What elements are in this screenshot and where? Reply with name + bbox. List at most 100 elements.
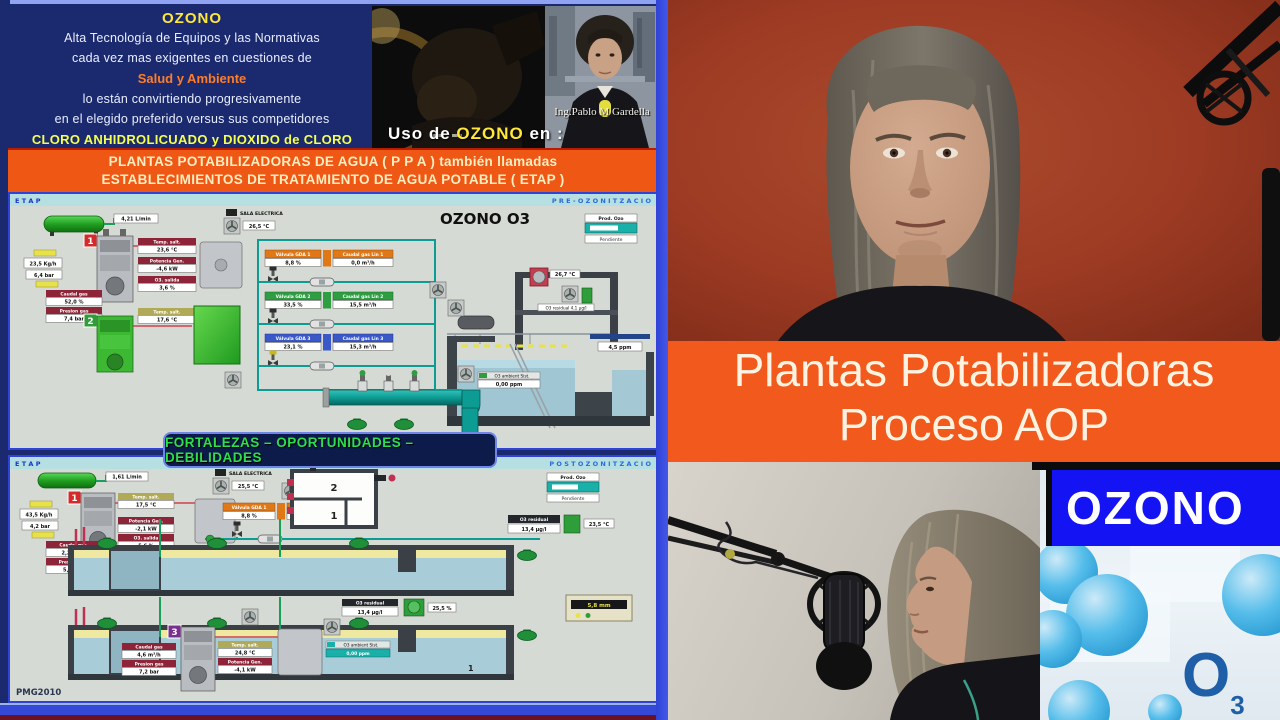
unit2-badge: 2 bbox=[87, 317, 93, 327]
ozone-production-gauge-2: Prod. Ozo Pendiente bbox=[546, 472, 600, 503]
potencia2-value: -2,1 kW bbox=[135, 527, 157, 533]
right-temp-value: 23,5 °C bbox=[589, 522, 610, 528]
scada-header-bar bbox=[10, 194, 656, 206]
temp-value: 23,6 °C bbox=[157, 248, 178, 254]
ozono-title-box: OZONO bbox=[1046, 470, 1280, 546]
uso-de-ozono-line: Uso de OZONO en : bbox=[388, 124, 648, 144]
studio-mic bbox=[668, 516, 881, 690]
mid-labels: O3 residual 13,4 µg/l 25,5 % bbox=[341, 598, 457, 617]
oxygen-tank-2 bbox=[37, 472, 107, 489]
mid-fan-value: 25,5 % bbox=[432, 606, 451, 612]
valv-post-value: 8,8 % bbox=[241, 514, 257, 520]
uso-prefix: Uso de bbox=[388, 124, 457, 143]
o3salida-value: 3,6 % bbox=[159, 286, 175, 292]
ozone-generator-1: 1 bbox=[83, 229, 195, 303]
unit3-left-stack: Caudal gas 4,6 m³/h Presion gas 7,2 bar bbox=[121, 643, 177, 676]
presenter-art bbox=[778, 0, 1280, 341]
aop-banner-line2: Proceso AOP bbox=[838, 399, 1110, 450]
lin1-label: Caudal gas Lin 1 bbox=[343, 252, 384, 258]
studio-video bbox=[668, 462, 1040, 720]
ozone-sphere bbox=[1222, 554, 1280, 636]
mid-residual-value: 13,4 µg/l bbox=[358, 610, 383, 616]
lin2-label: Caudal gas Lin 2 bbox=[343, 294, 384, 300]
dark-still-art bbox=[372, 6, 545, 148]
level-gauge-panel: 5,8 mm bbox=[565, 594, 633, 622]
scada-post-art: E T A P P O S T O Z O N I T Z A C I O 1,… bbox=[10, 457, 656, 698]
scada-title: OZONO O3 bbox=[440, 210, 530, 228]
chamber-top-number: 2 bbox=[331, 483, 338, 494]
basin-level: 4,5 ppm bbox=[609, 345, 632, 351]
ambient-value: 0,00 ppm bbox=[496, 382, 522, 388]
uso-suffix: en : bbox=[523, 124, 564, 143]
u3-ambient-value: 0,00 ppm bbox=[346, 651, 370, 657]
sala2-temp: 25,5 °C bbox=[238, 484, 259, 490]
valv3-label: Válvula GDA 3 bbox=[276, 335, 311, 342]
scada2-corner-tag: E T A P bbox=[15, 460, 41, 468]
feed-readouts: 23,5 Kg/h 6,4 bar bbox=[23, 249, 63, 288]
bar2-readout: 4,2 bar bbox=[30, 524, 51, 530]
frame-bottom-red bbox=[0, 715, 668, 720]
gauge-value: 5,8 mm bbox=[587, 603, 610, 609]
scada-pre-art: E T A P P R E - O Z O N I T Z A C I O OZ… bbox=[10, 194, 656, 435]
aop-banner-line1: Plantas Potabilizadoras bbox=[733, 344, 1215, 396]
oxygen-tank bbox=[43, 215, 115, 236]
caudal-value: 52,0 % bbox=[64, 300, 83, 306]
fortalezas-banner: FORTALEZAS – OPORTUNIDADES – DEBILIDADES bbox=[163, 432, 497, 468]
u3-temp-label: Temp. salt. bbox=[231, 642, 258, 648]
black-divider-strip bbox=[1032, 462, 1280, 470]
interviewee-caption: Ing.Pablo M Gardella bbox=[554, 106, 650, 118]
intro-chlorine-line: CLORO ANHIDROLICUADO y DIOXIDO de CLORO bbox=[31, 132, 353, 147]
presenter-video bbox=[668, 0, 1280, 341]
ozone-formula: O3 bbox=[1182, 640, 1245, 720]
kgh2-readout: 43,5 Kg/h bbox=[26, 513, 53, 519]
pendiente-label: Pendiente bbox=[600, 237, 623, 243]
sala2-label: SALA ELECTRICA bbox=[229, 471, 272, 477]
prod2-label: Prod. Ozo bbox=[560, 475, 585, 481]
unit3-ambient-label: O3 ambient Sist. 0,00 ppm bbox=[323, 618, 391, 658]
unit2-right-stack: Temp. salt. 17,6 °C bbox=[137, 308, 197, 324]
residual-inline-label: O3 residual 4,1 µg/l bbox=[545, 305, 586, 310]
residual2-value: 13,4 µg/l bbox=[522, 527, 547, 533]
u3-potencia-value: -4,1 kW bbox=[234, 668, 256, 674]
pendiente2-label: Pendiente bbox=[562, 496, 585, 502]
prod-label: Prod. Ozo bbox=[598, 216, 623, 222]
u3-potencia-label: Potencia Gen. bbox=[228, 659, 263, 665]
ozone-formula-o: O bbox=[1182, 641, 1231, 710]
right-instruments: O3 residual 13,4 µg/l 23,5 °C bbox=[507, 514, 615, 534]
ozone-formula-3: 3 bbox=[1230, 690, 1245, 720]
mic-boom-arm bbox=[1183, 0, 1280, 341]
electrical-room: SALA ELECTRICA 26,5 °C bbox=[223, 209, 283, 235]
studio-art bbox=[668, 509, 1040, 720]
electrical-room-2: SALA ELECTRICA 25,5 °C bbox=[212, 469, 272, 495]
intro-line: lo están convirtiendo progresivamente bbox=[82, 92, 302, 106]
bar-readout: 6,4 bar bbox=[34, 273, 55, 279]
ozone-distribution-pipe bbox=[322, 370, 481, 435]
ambient-o3-label: O3 ambient Sist. 0,00 ppm bbox=[457, 365, 541, 389]
basin-number: 1 bbox=[468, 664, 474, 673]
fortalezas-text: FORTALEZAS – OPORTUNIDADES – DEBILIDADES bbox=[165, 435, 414, 465]
video-stills: Ing.Pablo M Gardella Uso de OZONO en : bbox=[372, 6, 658, 148]
plants-banner-line1: PLANTAS POTABILIZADORAS DE AGUA ( P P A … bbox=[108, 154, 558, 169]
lin2-value: 15,5 m³/h bbox=[350, 303, 377, 309]
scada-post-ozonization-screen: E T A P P O S T O Z O N I T Z A C I O 1,… bbox=[8, 455, 658, 703]
valv1-value: 8,8 % bbox=[285, 261, 301, 267]
valv-post-label: Válvula GDA 1 bbox=[232, 504, 267, 511]
unit1-gas-labels bbox=[60, 252, 114, 259]
unit3-right-stack: Temp. salt. 24,8 °C Potencia Gen. -4,1 k… bbox=[217, 641, 273, 674]
ozone-production-gauge: Prod. Ozo Pendiente bbox=[584, 213, 638, 244]
o3salida-label: O3. salida bbox=[155, 277, 180, 283]
studio-presenter bbox=[887, 509, 1040, 720]
lin3-value: 15,3 m³/h bbox=[350, 345, 377, 351]
temp-post-value: 17,5 °C bbox=[136, 503, 157, 509]
interview-still bbox=[545, 6, 658, 148]
scada-pre-ozonization-screen: E T A P P R E - O Z O N I T Z A C I O OZ… bbox=[8, 192, 658, 450]
valve-manifold: Válvula GDA 1 8,8 % Caudal gas Lin 1 0,0… bbox=[257, 239, 436, 391]
u3-caudal-label: Caudal gas bbox=[135, 644, 163, 650]
potencia-label: Potencia Gen. bbox=[150, 258, 185, 264]
presion-value: 7,4 bar bbox=[64, 317, 85, 323]
panel-divider bbox=[656, 0, 668, 720]
aop-banner: Plantas Potabilizadoras Proceso AOP bbox=[668, 341, 1280, 462]
u3-ambient-label: O3 ambient Sist. bbox=[344, 642, 379, 647]
sala-label: SALA ELECTRICA bbox=[240, 211, 283, 217]
mid-residual-label: O3 residual bbox=[356, 600, 385, 606]
